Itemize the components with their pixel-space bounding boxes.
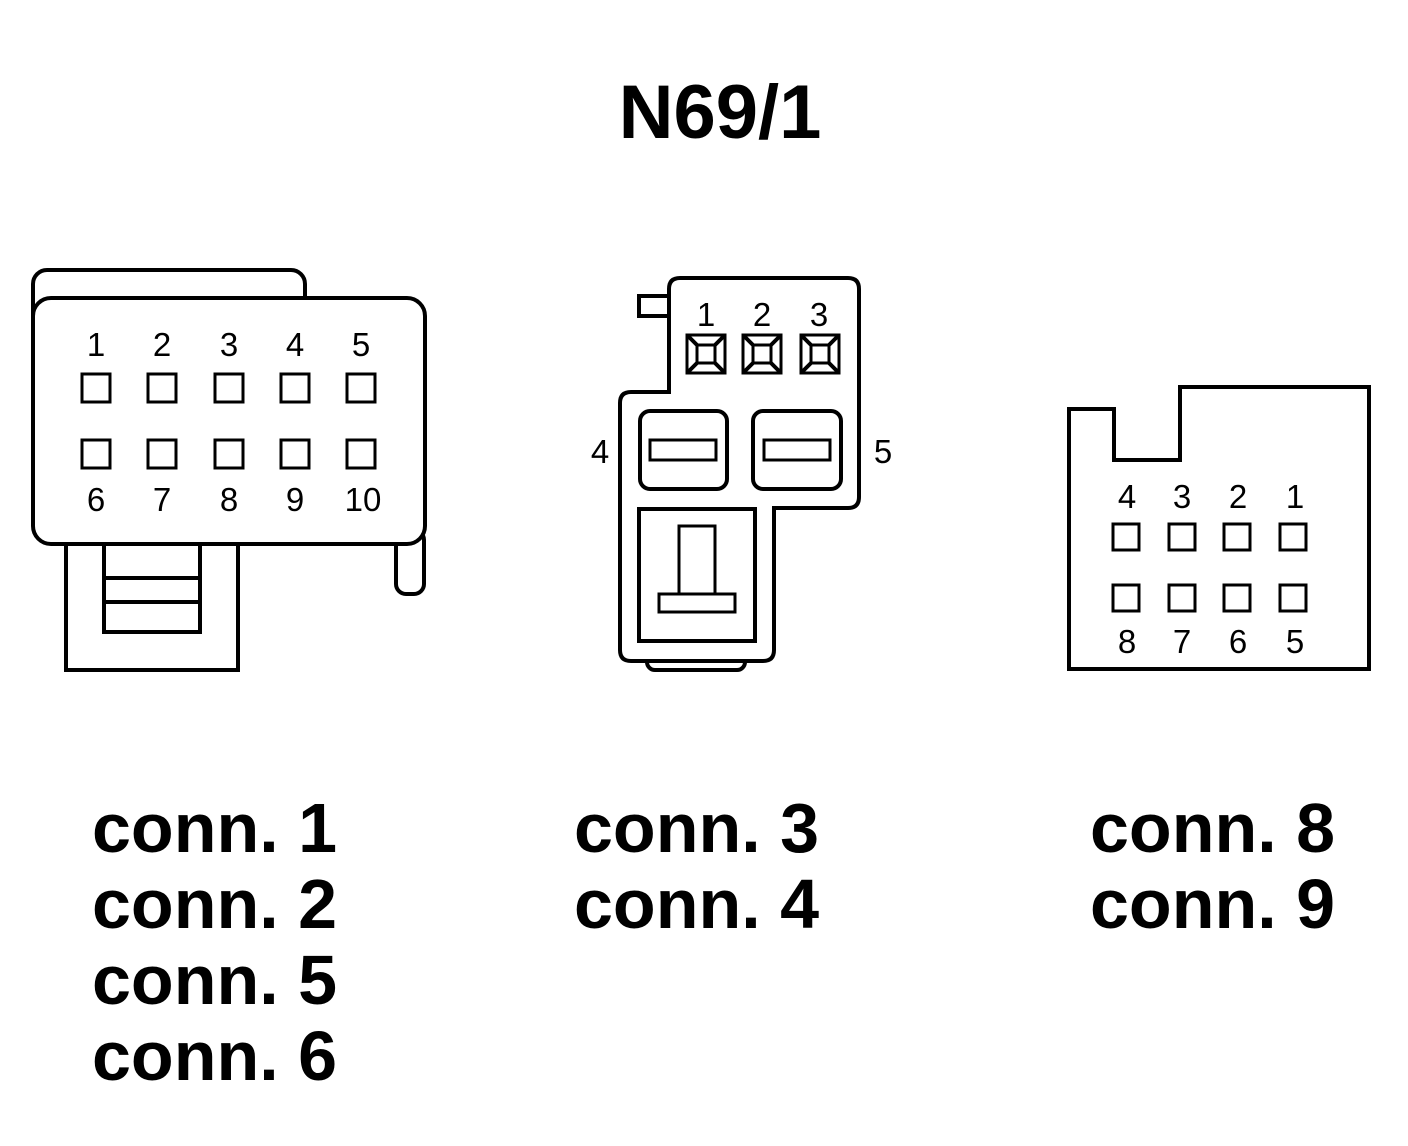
power-terminal-left — [638, 409, 729, 491]
pin-socket — [80, 438, 112, 470]
pin-label-5: 5 — [874, 433, 892, 470]
connector-body — [31, 296, 427, 546]
pin-label-4: 4 — [591, 433, 609, 470]
connector-8-pin: 4 3 2 1 8 7 6 5 — [1067, 385, 1371, 671]
connector-label: conn. 6 — [92, 1017, 338, 1095]
pin-socket — [279, 438, 311, 470]
pin-socket — [799, 333, 841, 375]
connector-label: conn. 4 — [574, 865, 820, 943]
pin-label-2: 2 — [753, 296, 771, 333]
pin-label-9: 9 — [286, 481, 304, 518]
pin-socket — [1111, 522, 1141, 552]
pin-label-7: 7 — [153, 481, 171, 518]
connector-label: conn. 3 — [574, 789, 820, 867]
pin-label-5: 5 — [352, 326, 370, 363]
connector-label: conn. 2 — [92, 865, 338, 943]
connector-label: conn. 8 — [1090, 789, 1336, 867]
diagram-title: N69/1 — [619, 70, 822, 155]
pin-socket — [1167, 583, 1197, 613]
connector-labels-middle: conn. 3 conn. 4 — [574, 790, 819, 942]
pin-socket — [345, 438, 377, 470]
pin-socket — [213, 438, 245, 470]
pin-label-5: 5 — [1286, 623, 1304, 660]
pin-socket — [1222, 522, 1252, 552]
pin-socket — [80, 372, 112, 404]
connector-locking-clip — [102, 538, 202, 634]
pin-label-10: 10 — [345, 481, 382, 518]
pin-label-3: 3 — [810, 296, 828, 333]
connector-label: conn. 5 — [92, 941, 338, 1019]
pin-socket — [213, 372, 245, 404]
locking-latch — [637, 507, 757, 643]
pin-label-8: 8 — [1118, 623, 1136, 660]
connector-5-pin: 1 2 3 4 5 — [591, 276, 892, 672]
pin-label-2: 2 — [153, 326, 171, 363]
pin-label-1: 1 — [697, 296, 715, 333]
power-terminal-right — [751, 409, 843, 491]
pin-socket — [146, 438, 178, 470]
connector-label: conn. 1 — [92, 789, 338, 867]
connector-labels-left: conn. 1 conn. 2 conn. 5 conn. 6 — [92, 790, 337, 1094]
pin-socket — [741, 333, 783, 375]
pin-socket — [1222, 583, 1252, 613]
pin-label-1: 1 — [1286, 478, 1304, 515]
pin-label-8: 8 — [220, 481, 238, 518]
pin-socket — [1167, 522, 1197, 552]
pin-socket — [279, 372, 311, 404]
pin-socket — [1111, 583, 1141, 613]
pin-label-4: 4 — [1118, 478, 1136, 515]
pin-label-3: 3 — [220, 326, 238, 363]
pin-label-4: 4 — [286, 326, 304, 363]
pin-socket — [345, 372, 377, 404]
pin-socket — [1278, 583, 1308, 613]
connector-10-pin: 1 2 3 4 5 6 7 8 9 10 — [31, 268, 427, 672]
pin-socket — [146, 372, 178, 404]
pin-socket — [1278, 522, 1308, 552]
pin-label-1: 1 — [87, 326, 105, 363]
pin-label-2: 2 — [1229, 478, 1247, 515]
connector-label: conn. 9 — [1090, 865, 1336, 943]
pin-label-7: 7 — [1173, 623, 1191, 660]
pin-label-6: 6 — [87, 481, 105, 518]
connector-labels-right: conn. 8 conn. 9 — [1090, 790, 1335, 942]
pin-socket — [685, 333, 727, 375]
pin-label-3: 3 — [1173, 478, 1191, 515]
pin-label-6: 6 — [1229, 623, 1247, 660]
